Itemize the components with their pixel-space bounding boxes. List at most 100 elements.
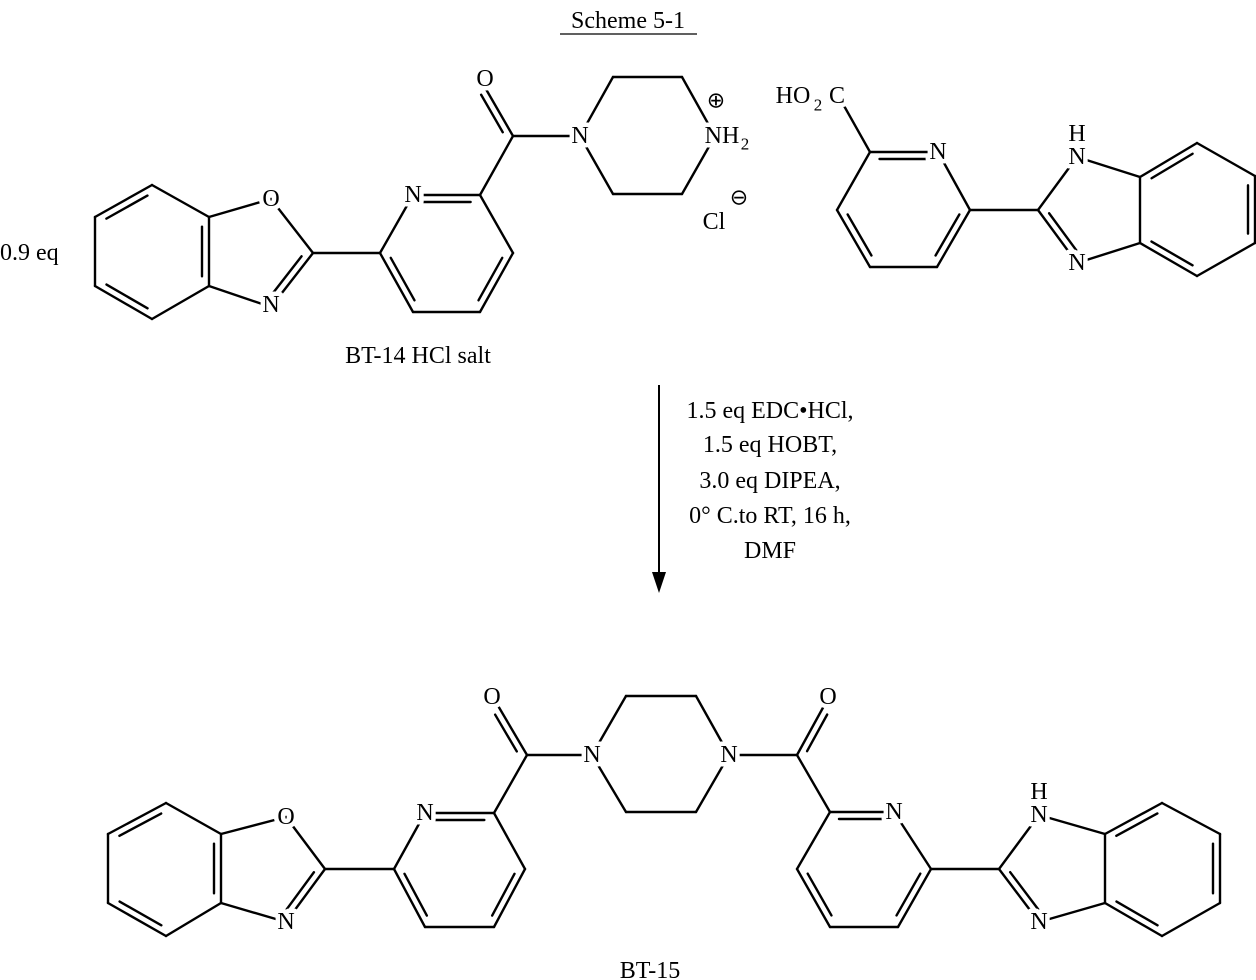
bond-line <box>895 872 922 917</box>
atom-subscript: 2 <box>741 135 750 154</box>
bond-line <box>1138 241 1199 278</box>
bond-line <box>835 208 872 269</box>
bond-line <box>1075 155 1142 179</box>
atom-n: N <box>1030 802 1047 828</box>
bond-line <box>680 134 717 196</box>
bond-line <box>477 256 504 302</box>
atom-cl: Cl <box>703 209 726 235</box>
bond-line <box>492 753 529 815</box>
condition-line: 1.5 eq EDC•HCl, <box>686 398 853 424</box>
bond-line <box>105 194 149 220</box>
atom-n: N <box>277 909 294 935</box>
bond-line <box>478 251 515 314</box>
bond-line <box>578 134 615 196</box>
bond-line <box>481 82 515 138</box>
bond-line <box>694 694 731 757</box>
bond-line <box>105 283 149 310</box>
atom-o: O <box>262 186 279 212</box>
bond-line <box>997 867 1041 924</box>
product-name: BT-15 <box>620 958 680 980</box>
bond-line <box>219 901 288 924</box>
atom-n: N <box>1068 144 1085 170</box>
bond-line <box>1160 801 1222 836</box>
arrow-head-icon <box>652 572 666 593</box>
bond-line <box>841 102 872 154</box>
bond-line <box>207 197 273 219</box>
bond-line <box>936 150 972 212</box>
bond-line <box>164 901 223 938</box>
reagent1-equiv: 0.9 eq <box>0 240 59 266</box>
atom-o: O <box>483 684 500 710</box>
atom-ho: HO <box>776 83 811 109</box>
atom-n: N <box>720 742 737 768</box>
bond-line <box>403 872 429 917</box>
bond-line <box>590 753 628 814</box>
atom-o: O <box>819 684 836 710</box>
bond-line <box>270 255 303 297</box>
bond-line <box>392 811 427 871</box>
bond-line <box>492 867 527 929</box>
bond-line <box>269 197 315 255</box>
bond-line <box>284 867 327 924</box>
atom-n: N <box>262 292 279 318</box>
bond-line <box>207 284 273 309</box>
bond-line <box>284 871 316 912</box>
bond-line <box>389 256 416 302</box>
atom-c: C <box>829 83 845 109</box>
bond-line <box>578 75 615 138</box>
bond-line <box>896 867 933 929</box>
atom-n: N <box>583 742 600 768</box>
bond-line <box>1160 901 1222 938</box>
bond-line <box>1037 813 1107 836</box>
bond-line <box>590 694 628 757</box>
atom-n: N <box>571 123 588 149</box>
bond-line <box>478 193 515 255</box>
bond-line <box>835 150 872 212</box>
bond-line <box>478 134 515 197</box>
bond-line <box>997 813 1041 871</box>
bond-line <box>118 812 163 838</box>
bond-line <box>118 900 163 927</box>
atom-n: N <box>404 182 421 208</box>
bond-line <box>1115 900 1159 927</box>
scheme-title: Scheme 5-1 <box>571 8 685 34</box>
bond-line <box>1047 212 1079 253</box>
bond-line <box>1195 241 1256 278</box>
bond-line <box>935 208 972 269</box>
atom-n: N <box>1030 909 1047 935</box>
bond-line <box>1195 141 1256 178</box>
bond-line <box>1138 141 1199 179</box>
bond-line <box>1150 152 1194 180</box>
bond-line <box>1115 812 1159 838</box>
positive-charge-icon: ⊕ <box>707 88 725 113</box>
atom-n: N <box>416 800 433 826</box>
bond-line <box>1103 801 1164 836</box>
bond-line <box>680 75 717 138</box>
bond-line <box>106 801 168 836</box>
bond-line <box>846 213 873 257</box>
bond-lines <box>93 75 1256 938</box>
bond-line <box>1037 901 1107 924</box>
bond-line <box>495 702 529 757</box>
bond-line <box>805 713 829 753</box>
bond-line <box>806 872 833 917</box>
bond-line <box>150 284 211 321</box>
condition-line: DMF <box>744 538 796 564</box>
bond-line <box>490 872 516 917</box>
bond-line <box>378 193 415 255</box>
bond-line <box>492 811 527 871</box>
bond-line <box>795 867 832 929</box>
bond-line <box>1075 241 1142 265</box>
reagent1-name: BT-14 HCl salt <box>345 343 491 369</box>
bond-line <box>150 183 211 219</box>
bond-line <box>284 815 327 871</box>
bond-line <box>694 753 731 814</box>
bond-line <box>106 901 168 938</box>
bond-line <box>493 713 518 753</box>
atom-o: O <box>476 66 493 92</box>
condition-line: 3.0 eq DIPEA, <box>699 468 840 494</box>
bond-line <box>219 815 288 836</box>
atom-n: N <box>885 799 902 825</box>
bond-line <box>795 810 832 871</box>
